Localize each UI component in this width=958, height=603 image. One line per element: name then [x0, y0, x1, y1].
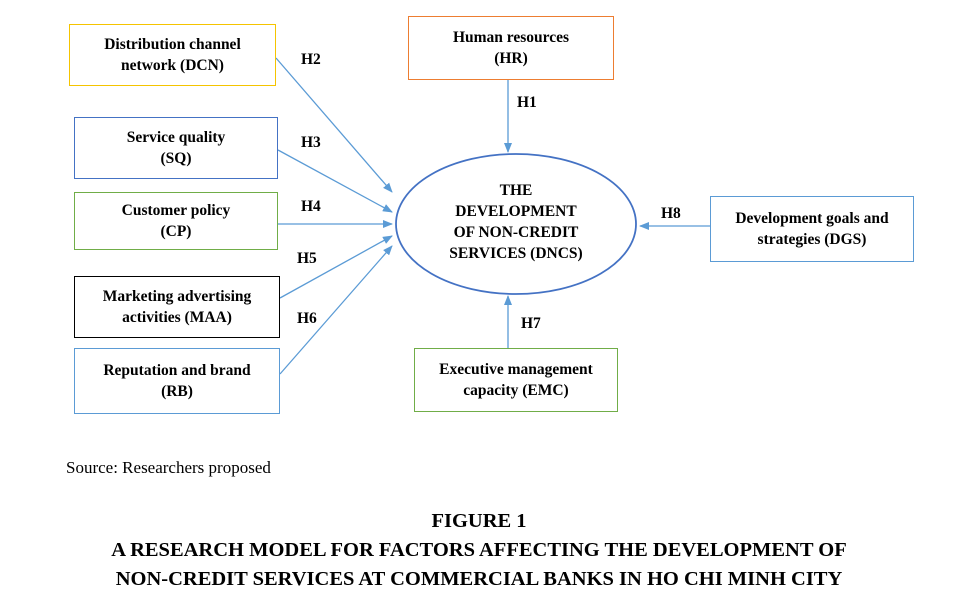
dncs-label: THE DEVELOPMENT OF NON-CREDIT SERVICES (… — [400, 180, 632, 264]
figure-title-line2: NON-CREDIT SERVICES AT COMMERCIAL BANKS … — [115, 568, 843, 590]
box-maa-line1: Marketing advertising — [102, 288, 252, 305]
box-dgs-line1: Development goals and — [735, 210, 889, 227]
dncs-line3: OF NON-CREDIT — [453, 224, 579, 241]
label-h2: H2 — [301, 51, 321, 68]
label-h7: H7 — [521, 315, 541, 332]
figure-title-line1: A RESEARCH MODEL FOR FACTORS AFFECTING T… — [111, 539, 847, 561]
box-sq-line2: (SQ) — [160, 150, 192, 167]
label-h3: H3 — [301, 134, 321, 151]
arrow-dcn-to-dncs — [275, 57, 393, 193]
box-cp-line2: (CP) — [160, 223, 192, 240]
dncs-ellipse — [395, 153, 637, 295]
box-emc-line1: Executive management — [439, 361, 593, 378]
box-cp-line1: Customer policy — [121, 202, 231, 219]
box-sq: Service quality (SQ) — [74, 117, 278, 179]
box-dcn-line1: Distribution channel — [104, 36, 241, 53]
box-hr-line1: Human resources — [452, 29, 570, 46]
box-maa-line2: activities (MAA) — [122, 309, 232, 326]
dncs-line2: DEVELOPMENT — [455, 203, 577, 220]
box-sq-line1: Service quality — [126, 129, 226, 146]
box-rb: Reputation and brand (RB) — [74, 348, 280, 414]
box-hr: Human resources (HR) — [408, 16, 614, 80]
dncs-line4: SERVICES (DNCS) — [449, 245, 583, 262]
source-note: Source: Researchers proposed — [66, 458, 271, 477]
box-emc-line2: capacity (EMC) — [463, 382, 569, 399]
box-dcn: Distribution channel network (DCN) — [69, 24, 276, 86]
box-emc: Executive management capacity (EMC) — [414, 348, 618, 412]
box-hr-line2: (HR) — [494, 50, 528, 67]
box-rb-line1: Reputation and brand — [103, 362, 251, 379]
figure-number: FIGURE 1 — [431, 510, 527, 532]
label-h5: H5 — [297, 250, 317, 267]
box-cp: Customer policy (CP) — [74, 192, 278, 250]
dncs-line1: THE — [499, 182, 533, 199]
box-dgs: Development goals and strategies (DGS) — [710, 196, 914, 262]
arrow-maa-to-dncs — [279, 235, 393, 299]
label-h8: H8 — [661, 205, 681, 222]
box-dcn-line2: network (DCN) — [121, 57, 224, 74]
label-h6: H6 — [297, 310, 317, 327]
label-h4: H4 — [301, 198, 321, 215]
box-rb-line2: (RB) — [161, 383, 193, 400]
arrow-rb-to-dncs — [279, 245, 393, 375]
arrow-sq-to-dncs — [277, 149, 393, 213]
label-h1: H1 — [517, 94, 537, 111]
box-maa: Marketing advertising activities (MAA) — [74, 276, 280, 338]
box-dgs-line2: strategies (DGS) — [757, 231, 867, 248]
